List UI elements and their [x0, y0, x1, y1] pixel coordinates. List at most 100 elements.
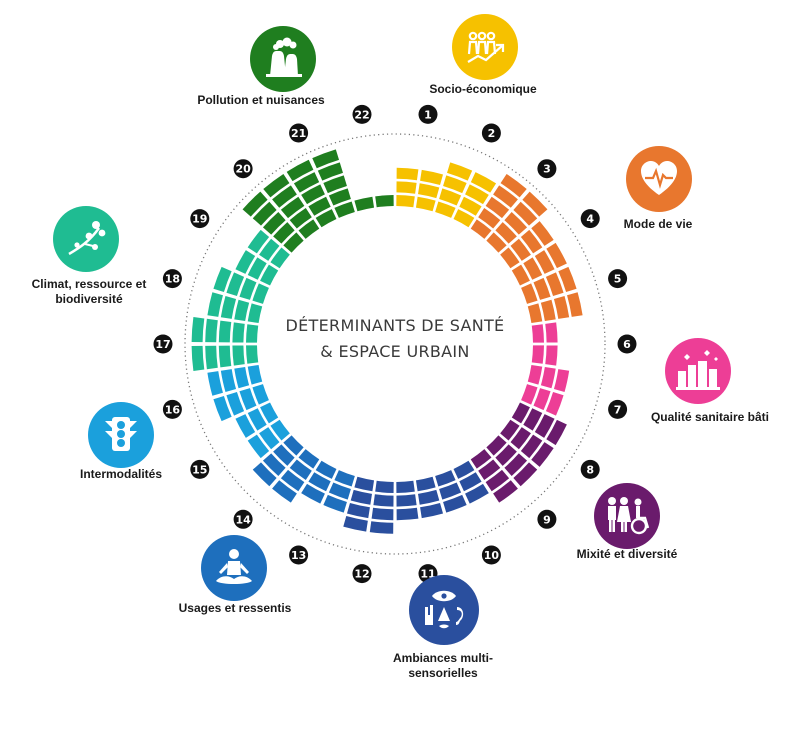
determinant-number-2-text: 2 — [488, 127, 496, 140]
bar-determinant-14-level-4 — [252, 462, 277, 487]
bar-determinant-21-level-4 — [317, 162, 343, 181]
bar-determinant-12-level-3 — [346, 502, 370, 519]
bar-determinant-20-level-3 — [262, 211, 286, 235]
pollution-et-nuisances-badge — [250, 26, 316, 92]
determinant-number-13-disc — [289, 545, 309, 565]
bar-determinant-4-level-2 — [510, 238, 531, 261]
bar-determinant-9-level-4 — [493, 480, 518, 503]
bar-determinant-17-level-5 — [191, 345, 205, 372]
bar-determinant-10-level-2 — [459, 472, 482, 492]
bar-determinant-9-level-2 — [478, 459, 501, 480]
determinant-number-21-text: 21 — [291, 127, 306, 140]
bar-determinant-5-level-4 — [558, 266, 577, 292]
bar-determinant-21-level-3 — [301, 184, 325, 205]
bar-determinant-22-level-1 — [375, 195, 394, 208]
family-accessibility-icon — [608, 497, 650, 535]
bar-determinant-15-level-3 — [235, 414, 256, 438]
determinant-number-12-disc — [352, 564, 372, 584]
bar-determinant-8-level-1 — [511, 402, 530, 424]
bar-determinant-17-level-5 — [191, 316, 205, 343]
determinant-number-3-text: 3 — [543, 163, 551, 176]
traffic-light-icon — [105, 417, 137, 451]
climat-ressource-biodiversite-badge — [53, 206, 119, 272]
bar-determinant-21-level-5 — [312, 149, 340, 169]
bar-determinant-17-level-1 — [246, 345, 259, 364]
determinant-number-20: 20 — [233, 159, 253, 179]
determinant-number-9-disc — [537, 509, 557, 529]
bar-determinant-14-level-1 — [283, 435, 304, 456]
determinant-number-15-text: 15 — [192, 463, 207, 476]
bar-determinant-19-level-3 — [247, 229, 270, 254]
bar-determinant-21-level-1 — [334, 201, 355, 218]
bar-determinant-20-level-5 — [242, 191, 268, 217]
bar-determinant-15-level-2 — [247, 408, 267, 431]
determinant-number-18-text: 18 — [165, 273, 180, 286]
determinant-number-5-text: 5 — [614, 273, 622, 286]
bar-determinant-15-level-1 — [270, 419, 290, 441]
socio-economique-badge — [452, 14, 518, 80]
determinant-number-13: 13 — [289, 545, 309, 565]
determinant-number-8: 8 — [580, 459, 600, 479]
bars-layer — [191, 149, 583, 534]
determinant-number-14-text: 14 — [235, 513, 251, 526]
qualite-sanitaire-bati-badge — [665, 338, 731, 404]
bar-determinant-9-level-1 — [470, 449, 492, 469]
bar-determinant-21-level-2 — [308, 196, 331, 216]
bar-determinant-13-level-1 — [334, 470, 355, 487]
bar-determinant-9-level-4 — [513, 462, 538, 487]
determinant-number-15: 15 — [190, 459, 210, 479]
bar-determinant-19-level-1 — [260, 264, 279, 286]
bar-determinant-18-level-2 — [234, 299, 250, 321]
bar-determinant-6-level-1 — [531, 345, 544, 364]
bar-determinant-20-level-4 — [252, 201, 277, 226]
intermodalites-badge — [88, 402, 154, 468]
bar-determinant-11-level-2 — [396, 494, 417, 507]
bar-determinant-3-level-5 — [500, 173, 527, 198]
bar-determinant-18-level-3 — [226, 272, 245, 296]
bar-determinant-17-level-3 — [218, 345, 232, 368]
bar-determinant-14-level-2 — [273, 444, 295, 466]
bar-determinant-17-level-3 — [218, 320, 232, 343]
center-title-line2: & ESPACE URBAIN — [320, 342, 470, 361]
bar-determinant-10-level-3 — [443, 494, 467, 513]
bar-determinant-14-level-3 — [262, 453, 286, 477]
bar-determinant-9-level-3 — [485, 469, 510, 492]
bar-determinant-16-level-1 — [247, 364, 263, 385]
bar-determinant-5-level-3 — [553, 295, 570, 319]
bar-determinant-9-level-1 — [486, 435, 507, 456]
bar-determinant-12-level-2 — [350, 489, 372, 505]
determinant-number-17-disc — [153, 334, 173, 354]
bar-determinant-2-level-2 — [439, 188, 462, 206]
determinant-number-8-text: 8 — [586, 463, 594, 476]
determinant-number-3-disc — [537, 159, 557, 179]
bar-determinant-7-level-2 — [533, 388, 551, 411]
climat-ressource-biodiversite-label: Climat, ressource et biodiversité — [31, 277, 147, 306]
determinant-number-7-text: 7 — [614, 403, 622, 416]
bar-determinant-16-level-4 — [213, 396, 232, 422]
bar-determinant-3-level-2 — [478, 208, 501, 229]
bar-determinant-6-level-2 — [545, 345, 558, 366]
bar-determinant-3-level-1 — [470, 219, 492, 239]
bar-determinant-9-level-2 — [495, 444, 517, 466]
bar-determinant-6-level-1 — [531, 324, 544, 343]
bar-determinant-21-level-2 — [328, 188, 351, 206]
determinant-number-12: 12 — [352, 564, 372, 584]
center-title-line1: DÉTERMINANTS DE SANTÉ — [285, 316, 505, 335]
bar-determinant-15-level-1 — [260, 402, 279, 424]
bar-determinant-12-level-4 — [369, 521, 394, 534]
bar-determinant-3-level-3 — [485, 196, 510, 219]
bar-determinant-1-level-3 — [420, 169, 444, 186]
bar-determinant-13-level-3 — [301, 483, 325, 504]
bar-determinant-2-level-4 — [447, 162, 473, 181]
mode-de-vie-label: Mode de vie — [623, 217, 693, 231]
determinant-number-14: 14 — [233, 509, 253, 529]
bar-determinant-17-level-4 — [205, 318, 218, 343]
determinant-number-20-text: 20 — [235, 163, 251, 176]
outer-dotted-ring — [184, 133, 606, 555]
bar-determinant-19-level-3 — [235, 250, 256, 274]
bar-determinant-14-level-2 — [289, 459, 312, 480]
bar-determinant-8-level-1 — [500, 419, 520, 441]
determinant-number-19-disc — [190, 209, 210, 229]
bar-determinant-21-level-5 — [286, 159, 314, 182]
